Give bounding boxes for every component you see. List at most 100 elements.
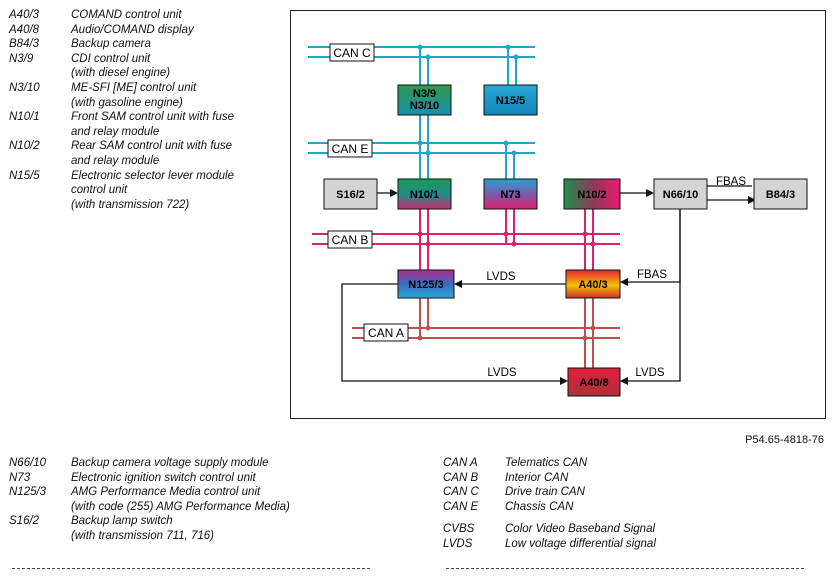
can-a-junctions [417,325,596,341]
legend-code: N125/3 [9,486,47,499]
svg-text:A40/3: A40/3 [578,279,607,291]
legend-code: N15/5 [9,169,40,182]
svg-text:N3/9: N3/9 [413,88,436,100]
legend-code: B84/3 [9,38,40,51]
legend-code: N10/1 [9,111,40,124]
legend-code: CAN C [443,486,479,499]
legend-item: A40/3 COMAND control unit [9,8,234,23]
figure-reference: P54.65-4818-76 [745,434,824,446]
unit-n3-9-n3-10: N3/9 N3/10 [397,84,452,116]
legend-code: S16/2 [9,515,40,528]
legend-item: CAN E Chassis CAN [443,500,656,515]
legend-item: N66/10 Backup camera voltage supply modul… [9,456,290,471]
legend-description: Drive train CAN [505,486,585,499]
legend-description: Chassis CAN [505,500,574,513]
legend-bottom-left: N66/10 Backup camera voltage supply modul… [9,456,290,544]
bus-label-can-b: CAN B [327,230,373,249]
legend-code: CAN A [443,457,478,469]
legend-item: N125/3 AMG Performance Media control unit… [9,485,290,514]
svg-text:CAN E: CAN E [332,142,369,156]
legend-item: CAN A Telematics CAN [443,456,656,471]
unit-b84-3: B84/3 [753,178,808,210]
unit-n66-10: N66/10 [653,178,708,210]
legend-description: Electronic selector lever module control… [71,169,234,211]
svg-text:N3/10: N3/10 [410,100,439,112]
legend-description: COMAND control unit [71,9,182,21]
legend-description: Audio/COMAND display [71,23,194,36]
legend-item: N10/2 Rear SAM control unit with fuse and… [9,139,234,168]
legend-code: A40/8 [9,23,40,36]
network-diagram: CAN C CAN E CAN B CAN A N3/9 N3/10 N15/5… [308,43,808,397]
signal-label-lvds-bottom-left: LVDS [487,367,517,379]
can-b-junctions [417,231,596,247]
signal-label-lvds-top: LVDS [486,271,516,283]
legend-item [443,514,656,522]
legend-description: Backup camera [71,38,151,51]
legend-code: N66/10 [9,457,47,469]
svg-text:CAN C: CAN C [333,46,371,60]
bus-label-can-a: CAN A [363,323,409,342]
signal-label-lvds-bottom-right: LVDS [635,367,665,379]
signal-label-fbas-mid: FBAS [637,269,667,281]
legend-description: ME-SFI [ME] control unit (with gasoline … [71,81,197,109]
legend-item: CAN C Drive train CAN [443,485,656,500]
signal-lines [341,185,752,382]
svg-text:N10/2: N10/2 [577,189,606,201]
svg-text:N125/3: N125/3 [408,279,443,291]
legend-description: Interior CAN [505,471,569,484]
can-e-junctions [417,140,517,156]
legend-item: CAN B Interior CAN [443,471,656,486]
legend-item: N15/5 Electronic selector lever module co… [9,169,234,213]
unit-n15-5: N15/5 [483,84,538,116]
svg-text:A40/8: A40/8 [579,377,608,389]
unit-s16-2: S16/2 [323,178,378,210]
svg-text:CAN B: CAN B [332,233,369,247]
legend-code: LVDS [443,537,473,550]
legend-code: N3/10 [9,81,40,94]
legend-item: A40/8 Audio/COMAND display [9,23,234,38]
legend-description: AMG Performance Media control unit (with… [71,486,290,513]
unit-a40-3: A40/3 [565,269,621,299]
unit-n125-3: N125/3 [397,269,455,299]
legend-item: N3/10 ME-SFI [ME] control unit (with gaso… [9,81,234,110]
signal-label-fbas-top: FBAS [716,176,746,188]
legend-code: A40/3 [9,9,40,21]
legend-code: CAN E [443,500,479,513]
legend-item: LVDS Low voltage differential signal [443,537,656,552]
legend-description: Electronic ignition switch control unit [71,471,256,484]
can-c-junctions [417,44,519,60]
svg-text:N73: N73 [500,189,520,201]
diagram-frame [290,10,826,419]
unit-n10-2: N10/2 [563,178,621,210]
legend-code: CVBS [443,523,475,536]
svg-text:N15/5: N15/5 [496,95,525,107]
divider-left [12,568,370,569]
svg-text:B84/3: B84/3 [766,189,795,201]
legend-description: Low voltage differential signal [505,537,656,550]
svg-text:CAN A: CAN A [368,326,404,340]
legend-item: CVBS Color Video Baseband Signal [443,522,656,537]
legend-description: Backup lamp switch (with transmission 71… [71,515,214,542]
bus-label-can-e: CAN E [327,139,373,158]
divider-right [446,568,804,569]
bus-label-can-c: CAN C [329,43,375,62]
legend-item: N73 Electronic ignition switch control un… [9,471,290,486]
legend-code: N73 [9,471,31,484]
legend-code: CAN B [443,471,479,484]
unit-n10-1: N10/1 [397,178,452,210]
legend-description: Color Video Baseband Signal [505,523,656,536]
svg-text:N10/1: N10/1 [410,189,439,201]
legend-description: Telematics CAN [505,457,588,469]
legend-description: Backup camera voltage supply module [71,457,269,469]
unit-n73: N73 [483,178,538,210]
legend-item: B84/3 Backup camera [9,37,234,52]
legend-item: S16/2 Backup lamp switch (with transmissi… [9,514,290,543]
legend-description: Rear SAM control unit with fuse and rela… [71,140,233,167]
svg-text:N66/10: N66/10 [663,189,698,201]
legend-code: N10/2 [9,140,40,153]
legend-code: N3/9 [9,52,34,65]
